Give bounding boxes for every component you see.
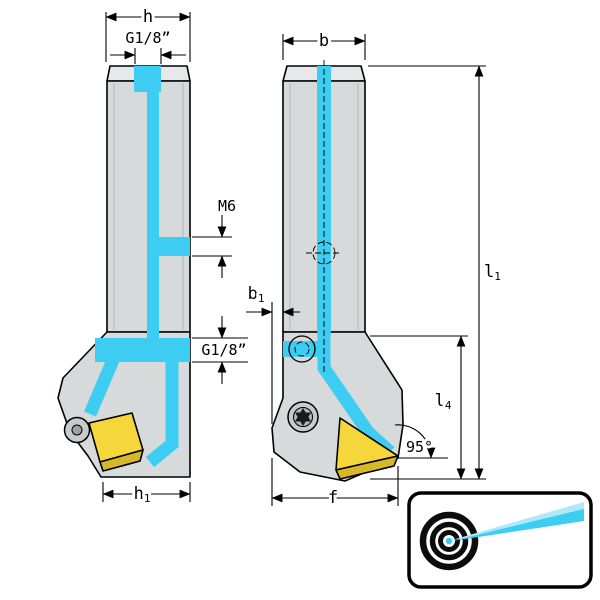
- coolant-channel-vertical: [147, 90, 159, 338]
- dim-angle: 95°: [394, 424, 448, 459]
- dim-label-h: h: [143, 7, 153, 27]
- side-view: b b1 l1 l4 95°: [245, 28, 504, 511]
- dim-b1: b1: [245, 281, 300, 424]
- dim-g18-top: G1/8”: [110, 26, 186, 64]
- l1-sub: 1: [494, 270, 501, 283]
- dim-label-b: b: [319, 31, 329, 51]
- bullseye-ring-inner: [438, 530, 460, 552]
- bullseye-ring-middle: [429, 521, 469, 561]
- coolant-band-g18: [95, 338, 190, 362]
- bullseye-ring-outer: [419, 511, 479, 571]
- dim-g18-side: G1/8”: [192, 316, 250, 384]
- dim-label-angle: 95°: [406, 438, 433, 456]
- b1-sub: 1: [258, 292, 265, 305]
- b1-base: b: [248, 284, 258, 304]
- side-port-inner-dashed: [294, 341, 310, 357]
- side-port-circle: [288, 335, 316, 363]
- coolant-channel-diagonal: [84, 357, 119, 417]
- h1-base: h: [134, 484, 144, 504]
- icon-frame: [407, 491, 593, 589]
- dim-label-m6: M6: [218, 197, 236, 215]
- dim-f: f: [271, 458, 399, 511]
- dim-h1: h1: [102, 481, 191, 508]
- bullseye-center-dot: [445, 537, 453, 545]
- tool-head-front: [57, 331, 191, 478]
- l4-base: l: [435, 391, 445, 411]
- clamp-screw-front-center: [71, 424, 83, 436]
- dim-b: b: [282, 28, 366, 60]
- dim-label-b1: b1: [248, 284, 265, 305]
- l4-sub: 4: [445, 399, 452, 412]
- dim-label-l1: l1: [484, 262, 501, 283]
- dim-m6: M6: [192, 194, 239, 278]
- l1-base: l: [484, 262, 494, 282]
- h1-sub: 1: [144, 492, 151, 505]
- coolant-inlet-top: [134, 66, 161, 92]
- cutting-insert-front-face: [99, 449, 144, 472]
- dim-label-f: f: [328, 488, 338, 508]
- front-view: h G1/8” M6 G1/8”: [57, 4, 250, 508]
- coolant-channel-nozzle: [145, 362, 179, 468]
- precision-coolant-icon: [407, 491, 593, 589]
- coolant-port-side: [283, 341, 328, 357]
- dim-label-g18-top: G1/8”: [125, 29, 170, 47]
- torx-star: [295, 412, 311, 426]
- dim-label-g18-side: G1/8”: [201, 341, 246, 359]
- coolant-jet-icon: [452, 509, 584, 541]
- coolant-jet-icon-light: [452, 502, 584, 540]
- dim-l1: l1: [368, 65, 504, 480]
- dim-label-l4: l4: [435, 391, 452, 412]
- cutting-insert-side-face: [335, 455, 399, 480]
- dim-label-h1: h1: [134, 484, 151, 505]
- coolant-branch-m6: [147, 237, 190, 256]
- dim-h: h: [105, 4, 191, 62]
